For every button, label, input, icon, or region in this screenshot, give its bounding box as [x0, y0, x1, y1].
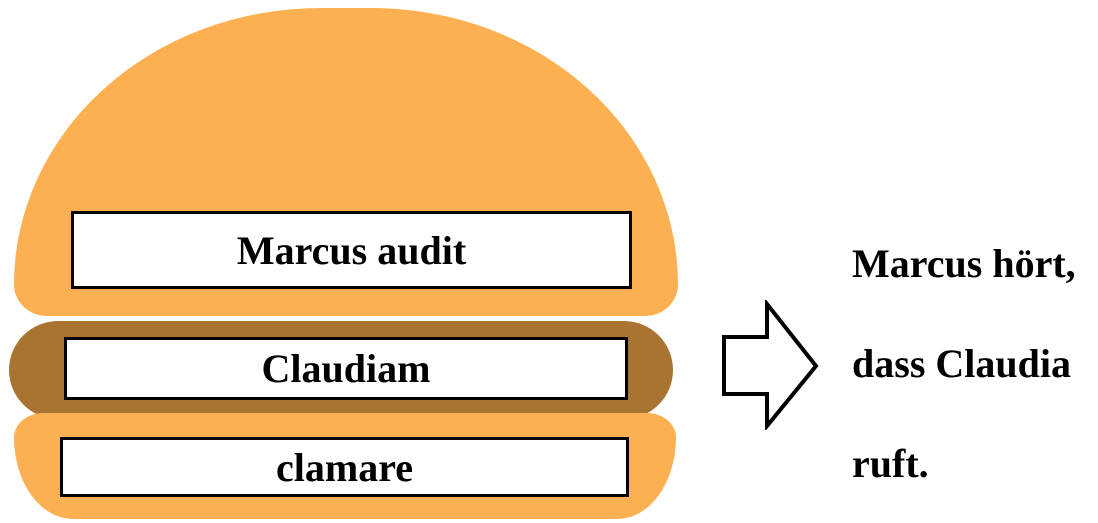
infinitive-box: clamare	[60, 437, 629, 497]
subject-verb-box: Marcus audit	[71, 211, 632, 289]
translation-line-2: dass Claudia	[852, 341, 1071, 386]
accusative-object-box: Claudiam	[64, 337, 628, 400]
accusative-object-label: Claudiam	[261, 346, 431, 391]
translation-line-1: Marcus hört,	[852, 241, 1076, 286]
right-arrow-icon	[722, 300, 819, 430]
translation-line-3: ruft.	[852, 441, 929, 486]
subject-verb-label: Marcus audit	[236, 227, 467, 273]
infinitive-label: clamare	[276, 444, 413, 490]
